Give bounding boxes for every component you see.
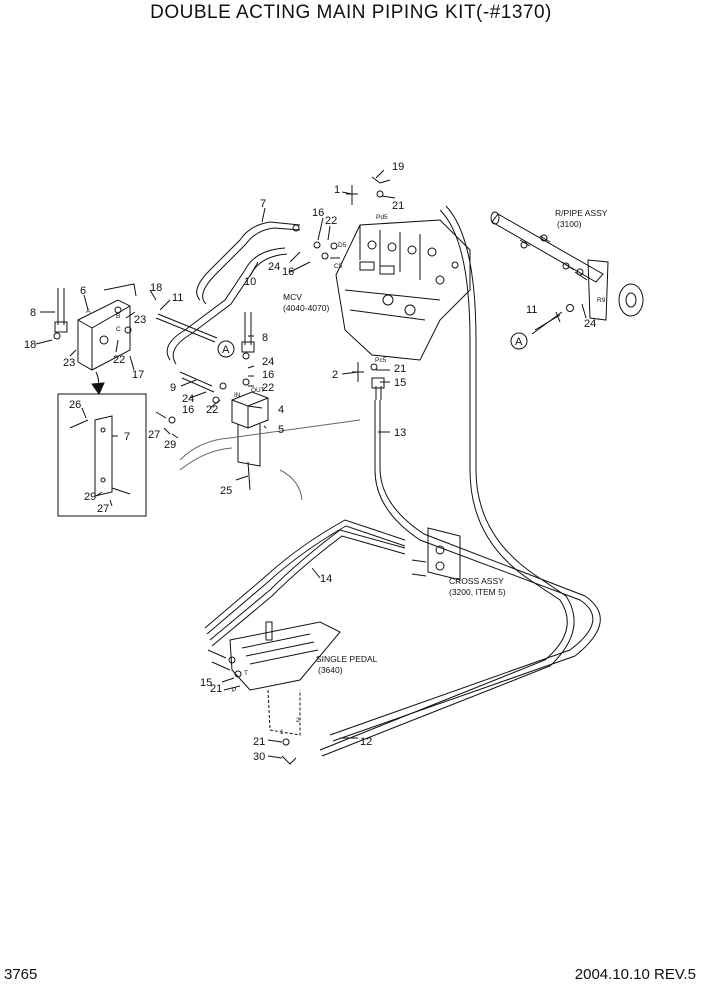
callout-29-center: 29 bbox=[164, 439, 176, 451]
callout-15-mid: 15 bbox=[394, 377, 406, 389]
callout-21-bottom: 21 bbox=[253, 736, 265, 748]
callout-8-center: 8 bbox=[262, 332, 268, 344]
ref-a-circle-right bbox=[510, 332, 528, 350]
callout-13: 13 bbox=[394, 427, 406, 439]
port-pc5: Pc5 bbox=[375, 357, 387, 364]
hose-13 bbox=[329, 400, 594, 736]
ref-a-left: A bbox=[222, 344, 230, 356]
callout-22-center: 22 bbox=[262, 382, 274, 394]
single-pedal bbox=[229, 621, 341, 736]
callout-14: 14 bbox=[320, 573, 332, 585]
callout-16-mid: 16 bbox=[282, 266, 294, 278]
callout-2: 2 bbox=[332, 369, 338, 381]
cross-assy bbox=[427, 527, 461, 581]
hose-12 bbox=[319, 209, 568, 751]
pipe-10 bbox=[166, 247, 286, 361]
callout-16-low: 16 bbox=[182, 404, 194, 416]
callout-23-left: 23 bbox=[63, 357, 75, 369]
port-r9: R9 bbox=[597, 297, 606, 304]
callout-22-left: 22 bbox=[113, 354, 125, 366]
callout-15-low: 15 bbox=[200, 677, 212, 689]
port-pd5: Pd5 bbox=[376, 214, 388, 221]
port-b: B bbox=[116, 313, 120, 320]
callout-16-top: 16 bbox=[312, 207, 324, 219]
hose-14 bbox=[209, 529, 406, 641]
single-pedal-ref: (3640) bbox=[318, 665, 343, 675]
callout-7-detail: 7 bbox=[124, 431, 130, 443]
callout-18-top: 18 bbox=[150, 282, 162, 294]
callout-19: 19 bbox=[392, 161, 404, 173]
port-c5: C5 bbox=[334, 263, 343, 270]
port-1: 1 bbox=[280, 729, 284, 736]
callout-6: 6 bbox=[80, 285, 86, 297]
callout-11-left: 11 bbox=[172, 292, 183, 304]
callout-30: 30 bbox=[253, 751, 265, 763]
callout-17: 17 bbox=[132, 369, 144, 381]
callout-9: 9 bbox=[170, 382, 176, 394]
port-d5: D5 bbox=[338, 242, 347, 249]
ref-a-circle-left bbox=[217, 340, 235, 358]
cross-assy-ref: (3200, ITEM 5) bbox=[449, 587, 506, 597]
port-t: T bbox=[244, 670, 248, 677]
callout-16-center: 16 bbox=[262, 369, 274, 381]
callouts: 1 2 19 21 7 16 22 24 16 10 6 8 18 23 18 … bbox=[24, 161, 596, 763]
rpipe-assy-ref: (3100) bbox=[557, 219, 582, 229]
cross-assy-label: CROSS ASSY bbox=[449, 576, 504, 586]
valve-block-6 bbox=[77, 283, 137, 371]
hose-9 bbox=[179, 371, 215, 393]
pipe-7 bbox=[196, 221, 301, 301]
callout-23-right: 23 bbox=[134, 314, 146, 326]
callout-11-right: 11 bbox=[526, 304, 537, 316]
callout-21-low: 21 bbox=[210, 683, 222, 695]
callout-7-top: 7 bbox=[260, 198, 266, 210]
ref-a-right: A bbox=[515, 336, 523, 348]
callout-26: 26 bbox=[69, 399, 81, 411]
labels: R/PIPE ASSY (3100) MCV (4040-4070) CROSS… bbox=[86, 208, 608, 736]
callout-29-detail: 29 bbox=[84, 491, 96, 503]
mcv-block bbox=[335, 219, 471, 361]
callout-24-low: 24 bbox=[182, 393, 194, 405]
mcv-label: MCV bbox=[283, 292, 302, 302]
port-a: A bbox=[86, 308, 91, 315]
callout-27-detail: 27 bbox=[97, 503, 109, 515]
callout-1: 1 bbox=[334, 184, 340, 196]
callout-5: 5 bbox=[278, 424, 284, 436]
callout-25: 25 bbox=[220, 485, 232, 497]
rpipe-assy-label: R/PIPE ASSY bbox=[555, 208, 608, 218]
port-2: 2 bbox=[296, 717, 300, 724]
revision-date: 2004.10.10 REV.5 bbox=[574, 966, 696, 983]
hose-11-left bbox=[155, 313, 218, 343]
callout-27-center: 27 bbox=[148, 429, 160, 441]
rpipe-assy bbox=[490, 211, 644, 321]
callout-24-top: 24 bbox=[268, 261, 280, 273]
port-in: IN bbox=[234, 392, 241, 399]
callout-4: 4 bbox=[278, 404, 284, 416]
port-c: C bbox=[116, 326, 121, 333]
callout-21-mid: 21 bbox=[394, 363, 406, 375]
callout-24-right: 24 bbox=[584, 318, 596, 330]
callout-12: 12 bbox=[360, 736, 372, 748]
page-number: 3765 bbox=[4, 966, 38, 983]
callout-21-top: 21 bbox=[392, 200, 404, 212]
mcv-ref: (4040-4070) bbox=[283, 303, 329, 313]
page-title: DOUBLE ACTING MAIN PIPING KIT(-#1370) bbox=[150, 2, 552, 23]
callout-8-left: 8 bbox=[30, 307, 36, 319]
callout-24-center: 24 bbox=[262, 356, 274, 368]
callout-10: 10 bbox=[244, 276, 256, 288]
callout-22-low: 22 bbox=[206, 404, 218, 416]
port-out: OUT bbox=[251, 387, 265, 394]
single-pedal-label: SINGLE PEDAL bbox=[316, 654, 378, 664]
hose-8-left bbox=[57, 288, 65, 325]
callout-22-top: 22 bbox=[325, 215, 337, 227]
hose-8-center bbox=[244, 312, 252, 345]
callout-18-left: 18 bbox=[24, 339, 36, 351]
switch-block-4 bbox=[231, 391, 269, 491]
detail-box bbox=[57, 393, 147, 517]
port-p: P bbox=[232, 687, 236, 694]
